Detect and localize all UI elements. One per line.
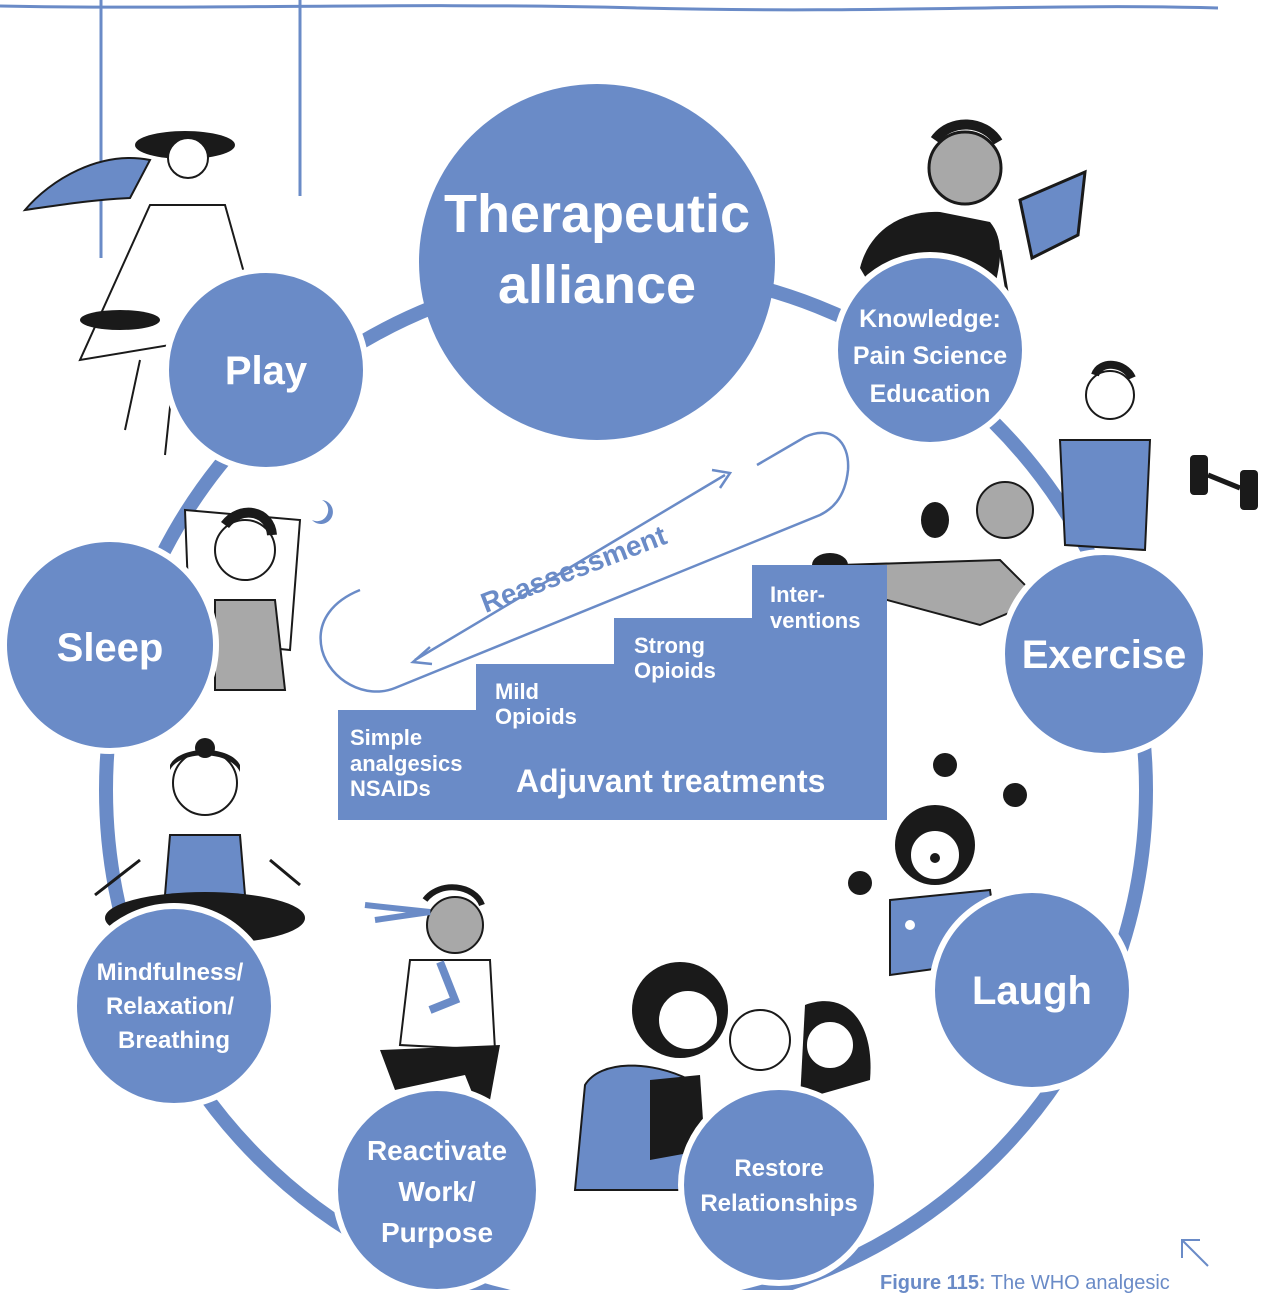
ladder-base-label: Adjuvant treatments — [516, 763, 825, 799]
center-label-line-1: Therapeutic — [444, 184, 750, 244]
reassessment-arrow-head-top — [711, 468, 733, 489]
reassessment-label: Reassessment — [476, 520, 670, 619]
ladder-step-3-line-1: Strong — [634, 633, 705, 658]
weightlifter-illustration — [1058, 360, 1258, 552]
node-mindfulness-label-2: Relaxation/ — [106, 993, 234, 1020]
node-play-label: Play — [225, 349, 308, 393]
ladder-step-1-line-1: Simple — [350, 725, 422, 750]
node-restore-label-2: Relationships — [700, 1190, 857, 1217]
ladder-step-1-line-3: NSAIDs — [350, 776, 431, 801]
node-laugh: Laugh — [929, 887, 1135, 1093]
analgesic-ladder: Simple analgesics NSAIDs Mild Opioids St… — [338, 565, 887, 820]
ladder-step-3-line-2: Opioids — [634, 658, 716, 683]
ladder-step-4-line-1: Inter- — [770, 582, 825, 607]
node-mindfulness: Mindfulness/ Relaxation/ Breathing — [71, 903, 277, 1109]
node-reactivate-label-1: Reactivate — [367, 1135, 507, 1166]
center-label-line-2: alliance — [498, 255, 696, 315]
node-restore-circle — [678, 1084, 880, 1286]
reassessment-loop-track — [319, 431, 850, 693]
node-knowledge-circle — [832, 252, 1028, 448]
node-exercise-label: Exercise — [1022, 633, 1187, 677]
figure-caption-text: The WHO analgesic — [985, 1272, 1170, 1294]
node-mindfulness-label-1: Mindfulness/ — [97, 959, 244, 986]
top-wavy-line — [0, 4, 1219, 12]
node-laugh-circle — [929, 887, 1135, 1093]
node-sleep-label: Sleep — [57, 626, 164, 670]
node-laugh-label: Laugh — [972, 969, 1092, 1013]
node-restore-label-1: Restore — [734, 1155, 823, 1182]
figure-caption-label: Figure 115: — [880, 1272, 986, 1294]
figure-caption: Figure 115: The WHO analgesic — [880, 1272, 1170, 1295]
node-mindfulness-circle — [71, 903, 277, 1109]
boxer-illustration — [812, 481, 1042, 627]
node-knowledge-label-2: Pain Science — [853, 342, 1007, 370]
node-mindfulness-label-3: Breathing — [118, 1027, 230, 1054]
node-exercise-circle — [999, 549, 1209, 759]
friends-group-illustration — [573, 962, 871, 1191]
ladder-step-1-line-2: analgesics — [350, 751, 463, 776]
node-reactivate-label-2: Work/ — [398, 1176, 475, 1207]
center-node — [419, 84, 775, 440]
node-sleep: Sleep — [1, 536, 219, 754]
reassessment-arrow-head-bottom — [410, 646, 433, 666]
ladder-step-2-line-2: Opioids — [495, 704, 577, 729]
ladder-steps — [338, 565, 887, 820]
ladder-step-4-line-2: ventions — [770, 608, 860, 633]
node-knowledge-label-3: Education — [870, 380, 991, 408]
node-sleep-circle — [1, 536, 219, 754]
node-knowledge-label-1: Knowledge: — [859, 305, 1001, 333]
node-knowledge: Knowledge: Pain Science Education — [832, 252, 1028, 448]
node-restore: Restore Relationships — [678, 1084, 880, 1286]
node-play-circle — [163, 267, 369, 473]
worker-illustration — [364, 884, 500, 1100]
ladder-step-2-line-1: Mild — [495, 679, 539, 704]
node-exercise: Exercise — [999, 549, 1209, 759]
node-reactivate: Reactivate Work/ Purpose — [332, 1085, 542, 1295]
arrow-up-left-icon — [1181, 1239, 1209, 1267]
node-reactivate-label-3: Purpose — [381, 1217, 493, 1248]
node-play: Play — [163, 267, 369, 473]
